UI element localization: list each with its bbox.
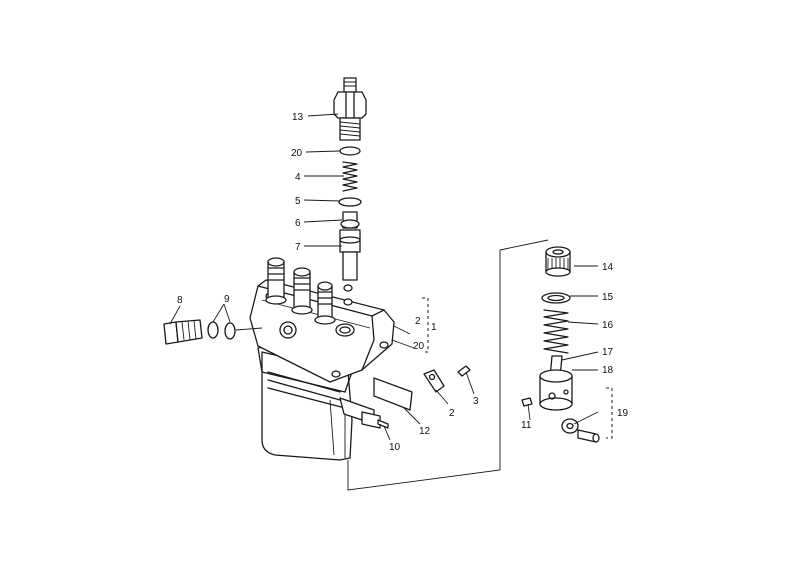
callout-16: 16: [602, 320, 614, 331]
callout-20-group: 20: [413, 341, 425, 352]
part-14-cap: [545, 246, 571, 277]
callout-11: 11: [521, 420, 532, 431]
part-10-fitting: [377, 419, 389, 429]
callout-2-bracket: 2: [449, 408, 455, 419]
part-8-bolt: [163, 319, 203, 345]
callout-13: 13: [292, 112, 304, 123]
part-12-plate: [373, 377, 413, 411]
callout-20-top: 20: [291, 148, 303, 159]
callout-8: 8: [177, 295, 183, 306]
valve-holder-middle: [291, 267, 313, 315]
valve-holder-left: [265, 257, 287, 305]
delivery-valve-stack: [333, 77, 367, 306]
part-15-washer: [541, 292, 571, 304]
part-5-gasket: [338, 197, 362, 207]
callout-18: 18: [602, 365, 614, 376]
callout-6: 6: [295, 218, 301, 229]
callout-3: 3: [473, 396, 479, 407]
callout-17: 17: [602, 347, 614, 358]
right-assembly: [521, 246, 600, 443]
callout-19: 19: [617, 408, 629, 419]
part-16-spring: [543, 309, 569, 354]
part-19-roller: [561, 418, 600, 443]
callout-4: 4: [295, 172, 301, 183]
part-2-bracket: [423, 369, 445, 393]
group-bracket-1: [422, 297, 429, 353]
part-13-holder: [333, 77, 367, 141]
part-11-screw: [521, 397, 533, 407]
callout-12: 12: [419, 426, 431, 437]
pump-housing: [249, 257, 395, 461]
leader-lines: [169, 113, 599, 441]
part-18-housing: [539, 369, 573, 411]
connection-line: [499, 239, 549, 251]
callout-7: 7: [295, 242, 301, 253]
part-7-seat: [339, 229, 361, 306]
callout-2-group: 2: [415, 316, 421, 327]
valve-holder-right: [314, 281, 336, 325]
callout-5: 5: [295, 196, 301, 207]
part-20-ring: [339, 146, 361, 156]
callout-labels: 13 20 4 5 6 7 8 9 2 1 20 2 3 12 10 14 15…: [177, 112, 629, 453]
callout-14: 14: [602, 262, 614, 273]
callout-15: 15: [602, 292, 614, 303]
callout-10: 10: [389, 442, 401, 453]
part-6-valve: [340, 211, 360, 229]
callout-1: 1: [431, 322, 437, 333]
part-3-screw: [457, 365, 471, 377]
group-bracket-19: [606, 387, 613, 439]
group-boundary-line: [347, 250, 501, 491]
part-4-spring: [342, 161, 358, 192]
callout-9: 9: [224, 294, 230, 305]
